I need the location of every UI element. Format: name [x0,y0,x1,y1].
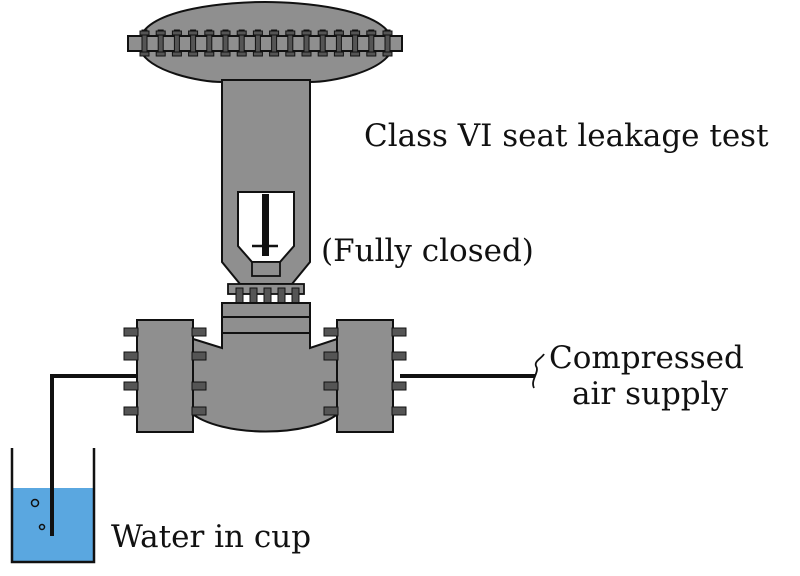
flange-bolt [391,381,407,391]
outlet-tube [50,374,137,536]
valve-state-label: (Fully closed) [321,233,534,269]
flange-bolt [123,381,139,391]
bolt-nut [155,30,166,36]
bolt-nut [350,51,361,57]
cup-outline [10,448,96,564]
bolt-nut [139,51,150,57]
flange-bolt [191,351,207,361]
bolt-nut [204,30,215,36]
bolt-nut [285,51,296,57]
diaphragm-bolts [139,29,393,57]
actuator-diaphragm [127,0,403,83]
bolt-nut [236,30,247,36]
bolt-nut [155,51,166,57]
bolt-nut [382,51,393,57]
bolt-nut [317,51,328,57]
valve-body [189,332,341,433]
bolt-nut [366,30,377,36]
air-bubble [38,523,46,531]
flange-bolt [123,351,139,361]
diaphragm-upper-casing [138,0,394,39]
flange-bolt [123,406,139,416]
bolt-nut [236,51,247,57]
flange-bolt [123,327,139,337]
line-break-symbol [532,353,545,389]
packing-bolt [263,287,272,305]
flange-bolt [391,351,407,361]
flange-bolts [123,327,407,416]
bolt-nut [139,30,150,36]
flange-bolt [323,327,339,337]
flange-bolt [191,406,207,416]
air-supply-label-line2: air supply [572,376,729,412]
flange-bolt [323,381,339,391]
packing-bolt [277,287,286,305]
air-supply-label-line1: Compressed [549,340,744,376]
bolt-nut [285,30,296,36]
bonnet-flange [221,302,311,318]
bolt-nut [269,30,280,36]
bolt-nut [333,51,344,57]
bolt-nut [301,30,312,36]
bolt-nut [171,30,182,36]
bonnet-base [221,316,311,334]
bolt-nut [269,51,280,57]
bolt-nut [188,51,199,57]
bolt-nut [188,30,199,36]
flange-bolt [323,351,339,361]
bolt-nut [252,51,263,57]
flange-bolt [391,327,407,337]
bolt-nut [252,30,263,36]
cup-label: Water in cup [111,519,312,555]
bolt-nut [204,51,215,57]
bolt-nut [382,30,393,36]
bolt-nut [333,30,344,36]
packing-bolt [235,287,244,305]
valve-stem [262,194,269,256]
packing-bolt [291,287,300,305]
diaphragm-flange [127,35,403,52]
stem-connector [251,261,281,277]
flange-bolt [191,381,207,391]
bolt-nut [220,30,231,36]
test-title-label: Class VI seat leakage test [364,118,769,154]
bolt-nut [366,51,377,57]
packing-bolt [249,287,258,305]
bolt-nut [301,51,312,57]
right-flange [336,319,394,433]
flange-bolt [191,327,207,337]
flange-bolt [323,406,339,416]
left-flange [136,319,194,433]
bolt-nut [350,30,361,36]
bolt-nut [171,51,182,57]
bolt-nut [220,51,231,57]
bolt-nut [317,30,328,36]
air-bubble [30,498,40,508]
packing-bolts [235,287,300,305]
flange-bolt [391,406,407,416]
